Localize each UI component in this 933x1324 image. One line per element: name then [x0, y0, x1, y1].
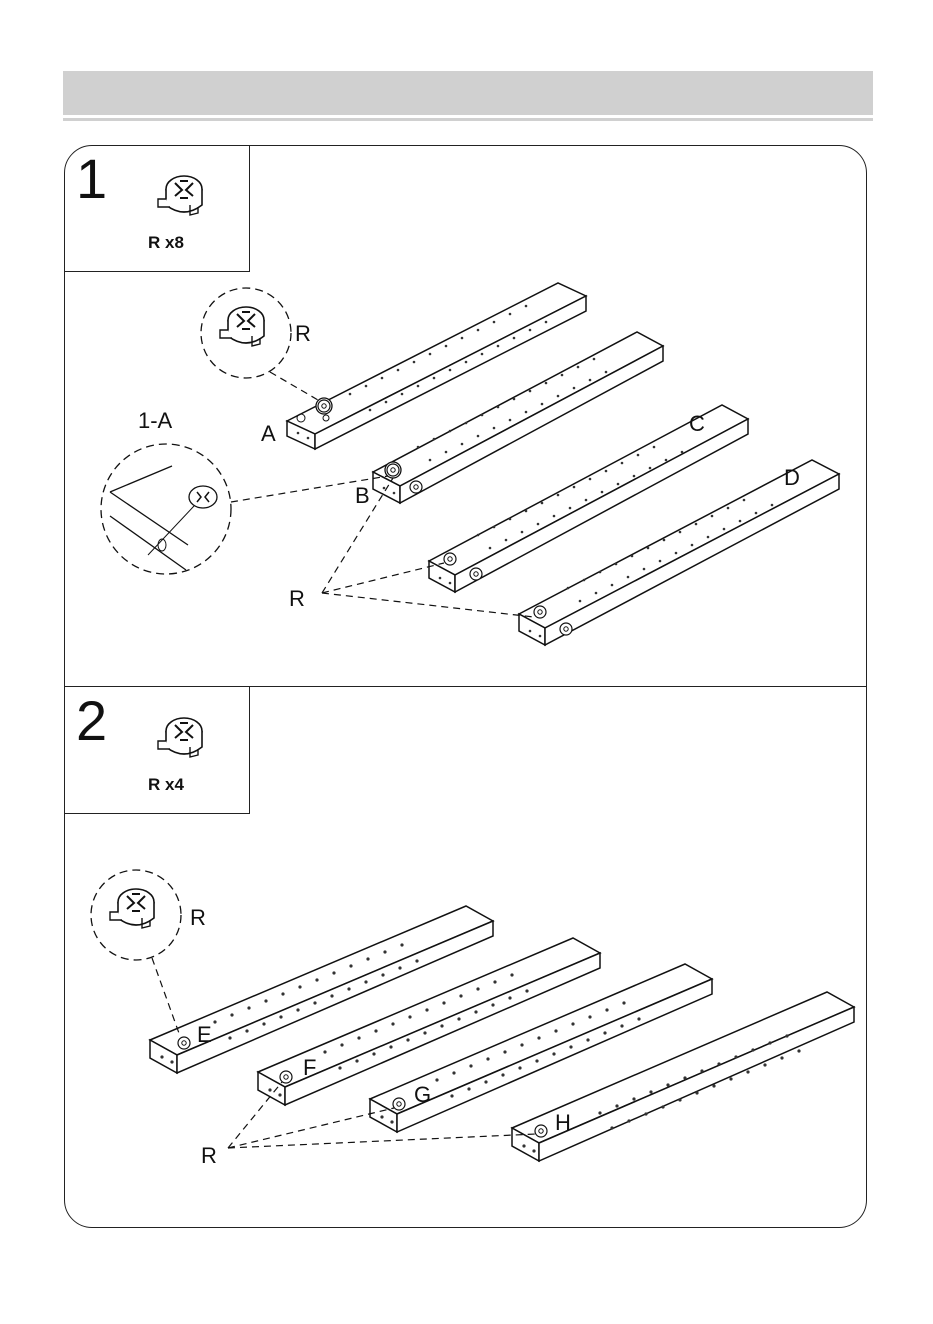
- step-quantity: R x4: [148, 775, 184, 795]
- label-panel-g: G: [414, 1082, 431, 1107]
- label-r-detail-step1: R: [295, 321, 311, 346]
- label-panel-b: B: [355, 483, 370, 508]
- step-2-box: 2 R x4: [64, 687, 250, 814]
- step-1-box: 1 R x8: [64, 145, 250, 272]
- detail-callout-1a: [101, 444, 388, 574]
- label-r-detail-step2: R: [190, 905, 206, 930]
- cam-lock-icon: [154, 165, 214, 225]
- step-quantity: R x8: [148, 233, 184, 253]
- label-panel-h: H: [555, 1110, 571, 1135]
- label-r-leader-step1: R: [289, 586, 305, 611]
- label-panel-e: E: [197, 1022, 212, 1047]
- label-1a: 1-A: [138, 408, 173, 433]
- label-panel-c: C: [689, 411, 705, 436]
- label-r-leader-step2: R: [201, 1143, 217, 1168]
- detail-callout-r-step2: [91, 870, 181, 1036]
- step-number: 1: [76, 147, 107, 211]
- label-panel-d: D: [784, 465, 800, 490]
- label-panel-a: A: [261, 421, 276, 446]
- cam-lock-icon: [154, 707, 214, 767]
- label-panel-f: F: [303, 1055, 316, 1080]
- step-number: 2: [76, 689, 107, 753]
